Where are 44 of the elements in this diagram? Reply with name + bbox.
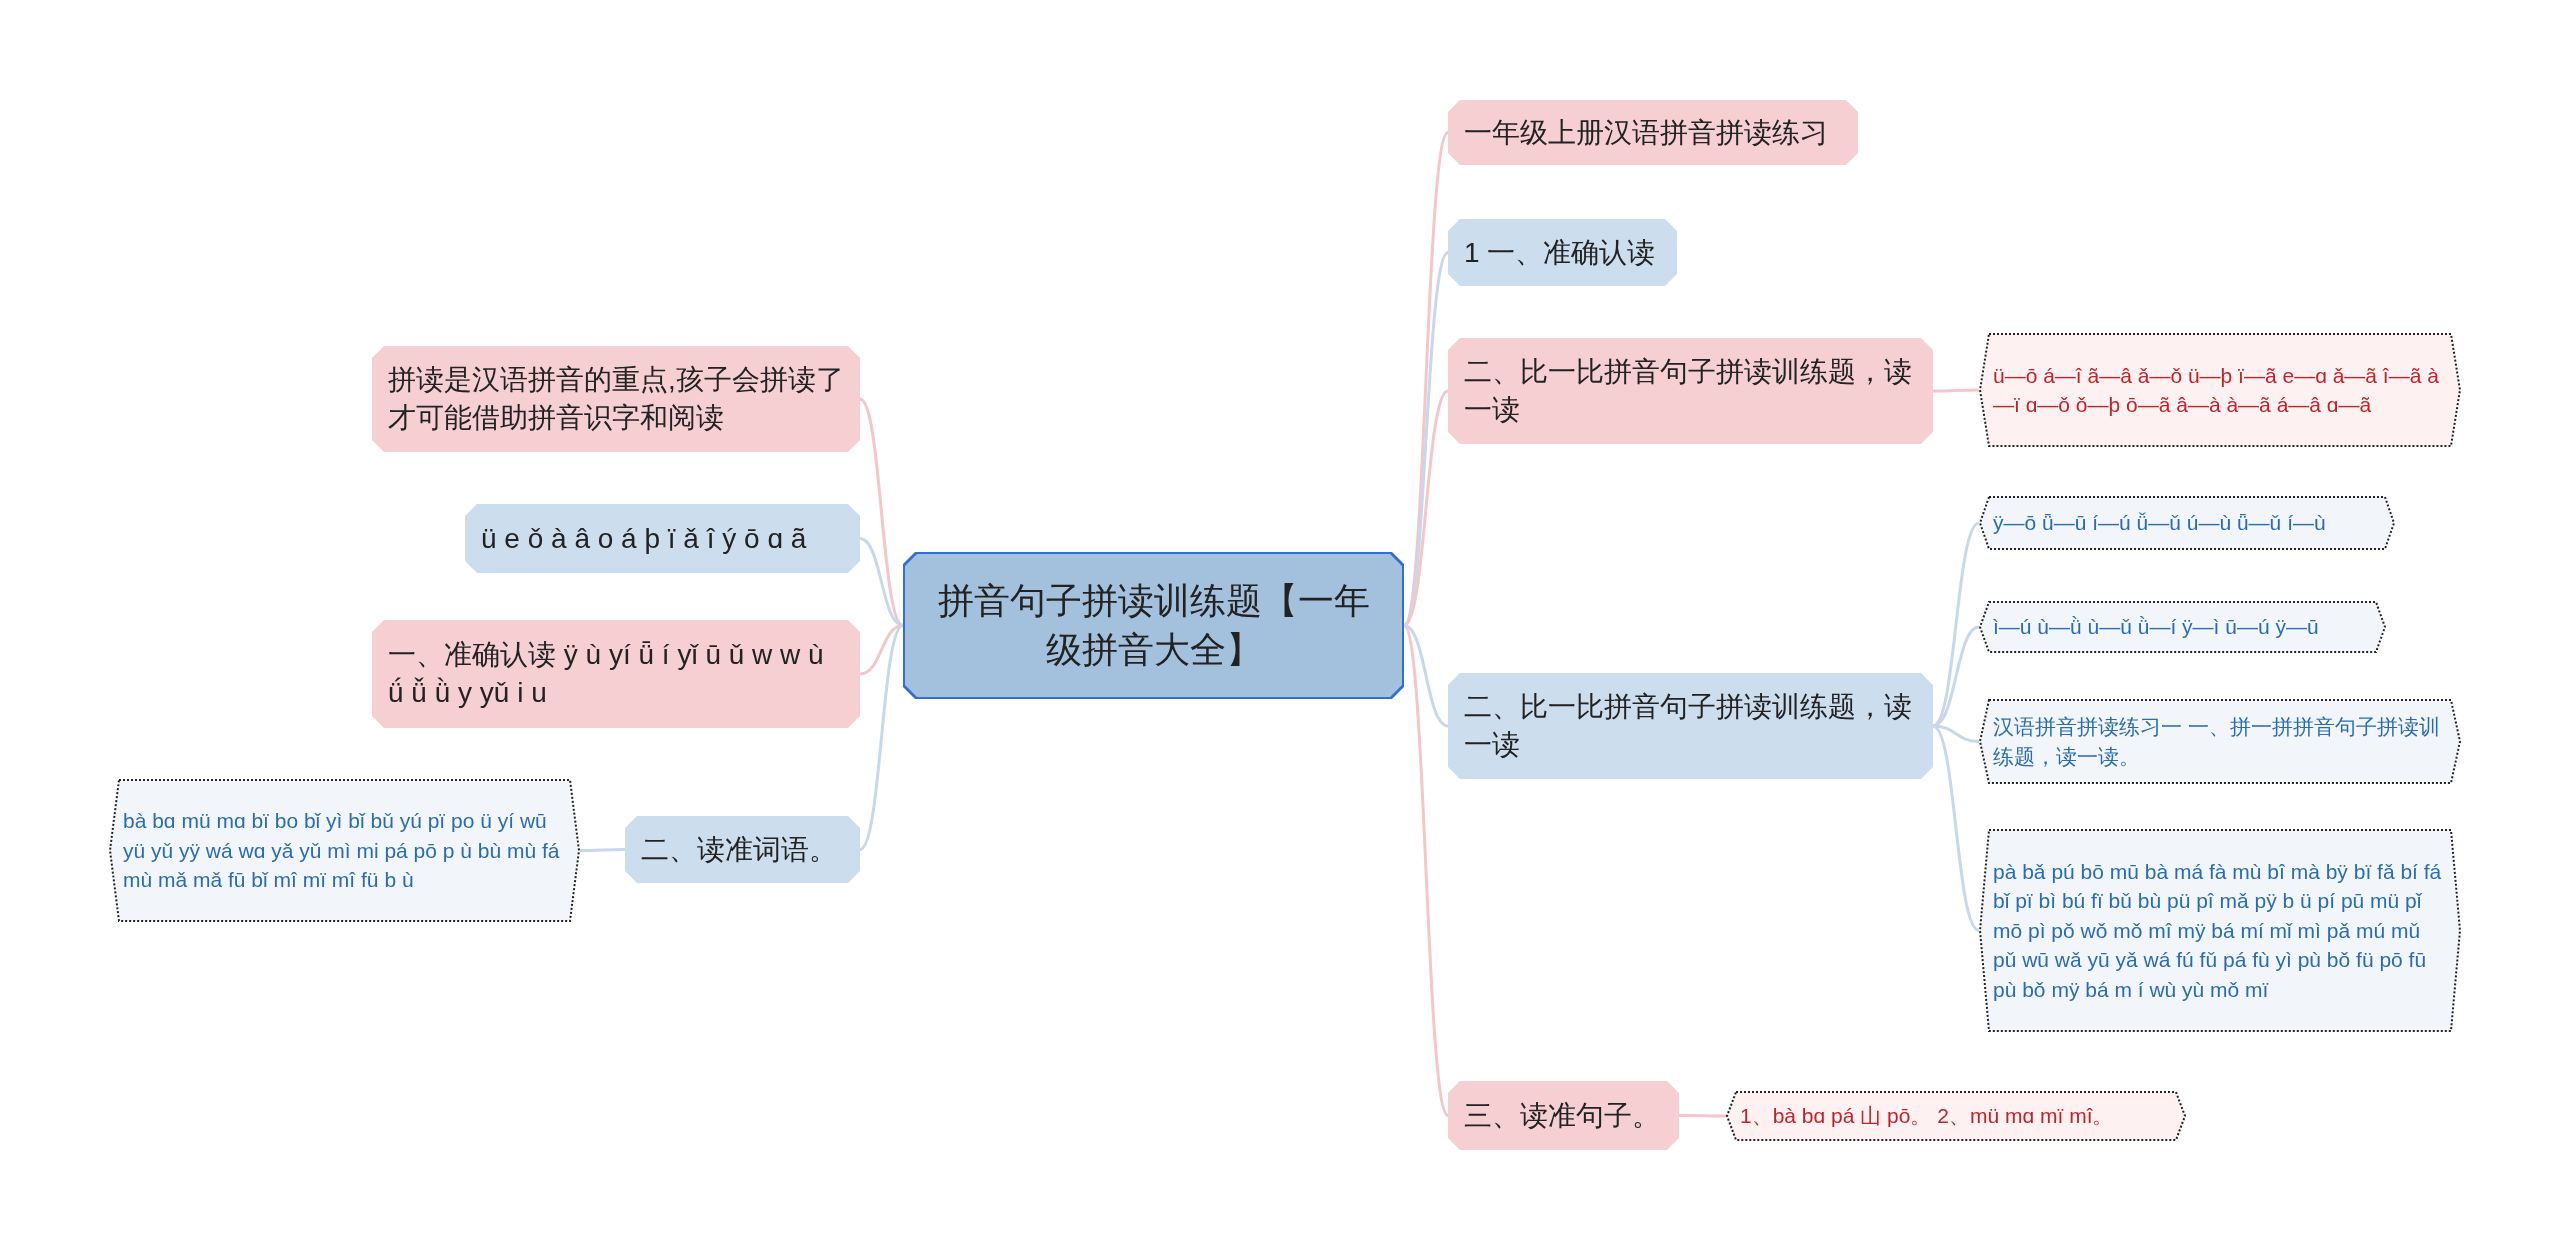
topic-text: 三、读准句子。 (1464, 1098, 1661, 1133)
detail-box (1979, 333, 2461, 447)
topic-box (372, 620, 860, 728)
topic-box (1448, 338, 1933, 444)
topic-text: 1 一、准确认读 (1464, 235, 1657, 270)
connector-line (1403, 624, 1449, 728)
detail-text: 1、bà bɑ pá 山 pō。 2、mü mɑ mï mî。 (1740, 1103, 2115, 1130)
topic-text: 二、比一比拼音句子拼读训练题，读一读 (1464, 690, 1913, 762)
topic-text: 一年级上册汉语拼音拼读练习 (1464, 115, 1829, 150)
connector-line (1403, 389, 1449, 627)
connector-line (859, 624, 904, 676)
topic-text: ü e ǒ à â o á þ ï ǎ î ý ō ɑ ã (481, 521, 808, 556)
detail-box (109, 779, 580, 922)
topic-box (1448, 100, 1858, 165)
detail-box (1726, 1091, 2186, 1141)
detail-text: pà bǎ pú bō mū bà má fà mù bî mà bÿ bï fǎ bí fá bǐ pï bì bú fï bǔ bù pü pî mǎ pÿ b ü pí pū mü pǐ mō pì pǒ wǒ mǒ mî mÿ bá mí mǐ mì pǎ mú mǔ pǔ wū wǎ yū yǎ wá fú fǔ pá fù yì pù bǒ fü pō fū pù bǒ mÿ bá m í wù yù mǒ mï (1993, 859, 2443, 1003)
detail-box (1979, 601, 2386, 653)
connector-line (1933, 388, 1979, 393)
topic-box (465, 504, 860, 573)
detail-text: 汉语拼音拼读练习一 一、拼一拼拼音句子拼读训练题，读一读。 (1993, 714, 2441, 770)
detail-box (1979, 496, 2395, 550)
topic-text: 二、读准词语。 (641, 832, 838, 867)
topic-box (1448, 1081, 1679, 1150)
topic-box (372, 346, 860, 452)
detail-text: ì—ú ù—ǜ ù—ǔ ǜ—í ÿ—ì ū—ú ÿ—ū (1993, 614, 2320, 641)
topic-box (1448, 673, 1933, 779)
detail-box (1979, 829, 2461, 1032)
detail-text: ü—ō á—î ã—â ǎ—ǒ ü—þ ï—ã e—ɑ ǎ—ã î—ã à—ï ɑ—ǒ ǒ—þ ō—ã â—à à—ã á—â ɑ—ã (1993, 362, 2440, 418)
connector-line (859, 397, 904, 627)
connector-line (859, 537, 904, 627)
detail-text: bà bɑ mü mɑ bï bo bǐ yì bǐ bǔ yú pï po ü yí wū yü yǔ yÿ wá wɑ yǎ yǔ mì mi pá pō p ù bù mù fá mù mǎ mǎ fū bǐ mî mï mî fü b ù (123, 808, 561, 894)
topic-text: 一、准确认读 ÿ ù yí ǖ í yǐ ū ǔ w w ù ǘ ǚ ǜ y yǔ i u (388, 638, 825, 710)
topic-text: 拼读是汉语拼音的重点,孩子会拼读了才可能借助拼音识字和阅读 (388, 363, 844, 435)
detail-box (1979, 699, 2461, 784)
detail-text: ÿ—ō ǖ—ū í—ú ǚ—ǔ ú—ù ǖ—ǔ í—ù (1993, 510, 2327, 537)
topic-box (1448, 219, 1677, 286)
connector-line (859, 624, 904, 851)
connector-line (580, 848, 625, 852)
central-topic-box (903, 552, 1404, 699)
topic-text: 拼音句子拼读训练题【一年级拼音大全】 (936, 578, 1371, 672)
connector-line (1679, 1114, 1726, 1118)
topic-box (625, 816, 860, 883)
topic-text: 二、比一比拼音句子拼读训练题，读一读 (1464, 355, 1913, 427)
connector-line (1932, 724, 1980, 932)
